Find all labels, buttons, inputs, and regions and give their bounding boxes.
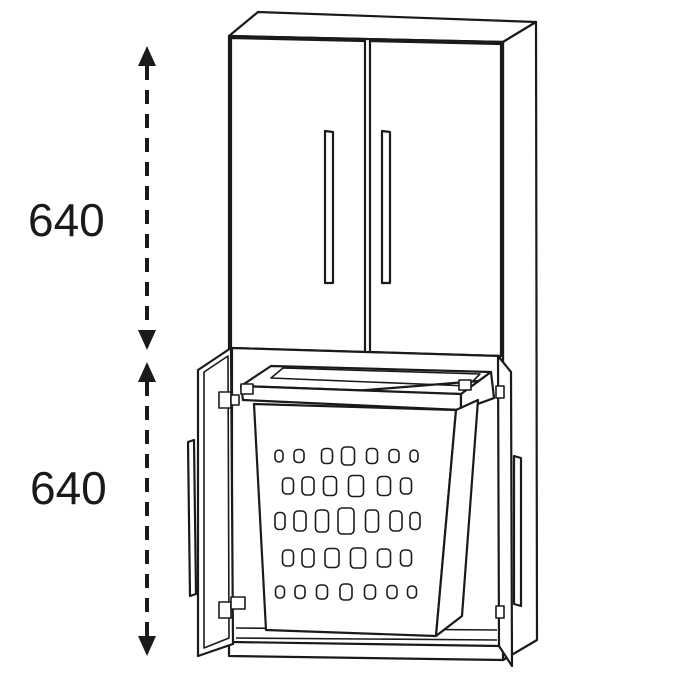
lower-right-door xyxy=(495,354,523,668)
rail-tab-right xyxy=(458,379,472,391)
basket-hole xyxy=(314,509,330,533)
bottom-shelf-front xyxy=(235,637,498,641)
basket-hole xyxy=(320,447,334,465)
basket-hole xyxy=(365,447,379,465)
basket-inner-rim xyxy=(270,367,481,387)
basket-hole xyxy=(301,548,315,568)
basket-hole xyxy=(322,475,338,497)
basket-holes xyxy=(274,446,421,601)
hinge-left-top-plate xyxy=(230,394,240,406)
hinge-right-top-icon xyxy=(495,385,505,399)
basket-hole xyxy=(349,547,367,569)
basket-hole xyxy=(399,549,413,567)
basket-hole xyxy=(347,474,365,498)
upper-dimension-label: 640 xyxy=(28,194,105,246)
lower-right-door-panel xyxy=(496,354,514,668)
upper-left-door xyxy=(229,36,367,354)
basket-hole xyxy=(406,585,418,599)
basket-hole xyxy=(274,585,286,599)
basket-hole xyxy=(324,547,340,569)
basket-hole xyxy=(293,510,307,532)
upper-right-handle xyxy=(380,129,392,285)
hinge-left-bottom-plate xyxy=(230,596,246,610)
basket-hole xyxy=(389,510,403,532)
lower-left-handle xyxy=(186,438,198,598)
basket-hole xyxy=(363,584,377,600)
basket-side xyxy=(434,398,480,638)
lower-right-handle xyxy=(512,454,523,608)
rail-tab-left xyxy=(240,383,254,395)
basket-hole xyxy=(339,583,353,601)
basket-hole xyxy=(376,548,392,568)
hinge-left-bottom-icon xyxy=(218,601,232,619)
lower-left-door-panel xyxy=(196,346,235,658)
basket-hole xyxy=(337,507,355,535)
basket-hole xyxy=(274,511,286,531)
basket-hole xyxy=(409,511,421,531)
lower-dimension: 640 xyxy=(30,362,156,656)
basket-hole xyxy=(340,446,356,466)
basket-hole xyxy=(301,476,315,496)
lower-left-door xyxy=(186,346,246,658)
upper-dimension: 640 xyxy=(28,46,156,350)
basket-hole xyxy=(409,449,419,463)
upper-doors xyxy=(229,36,503,358)
lower-left-door-inner xyxy=(203,355,230,649)
basket-hole xyxy=(281,549,295,567)
upper-arrow-bottom-icon xyxy=(138,330,156,350)
lower-dimension-label: 640 xyxy=(30,462,107,514)
basket-hole xyxy=(281,477,295,495)
upper-arrow-top-icon xyxy=(138,46,156,66)
lower-arrow-bottom-icon xyxy=(138,636,156,656)
basket-hole xyxy=(293,448,305,464)
basket-hole xyxy=(399,477,413,495)
basket-hole xyxy=(315,584,329,600)
hinge-left-top-icon xyxy=(218,391,232,409)
laundry-basket xyxy=(239,364,496,638)
hinge-right-bottom-icon xyxy=(495,605,505,619)
upper-left-handle xyxy=(323,129,335,285)
basket-hole xyxy=(294,584,306,600)
basket-hole xyxy=(376,475,392,497)
basket-hole xyxy=(364,509,380,533)
basket-hole xyxy=(274,449,284,463)
basket-frame-side xyxy=(459,370,496,412)
basket-hole xyxy=(388,448,400,464)
lower-arrow-top-icon xyxy=(138,362,156,382)
basket-hole xyxy=(386,584,398,600)
